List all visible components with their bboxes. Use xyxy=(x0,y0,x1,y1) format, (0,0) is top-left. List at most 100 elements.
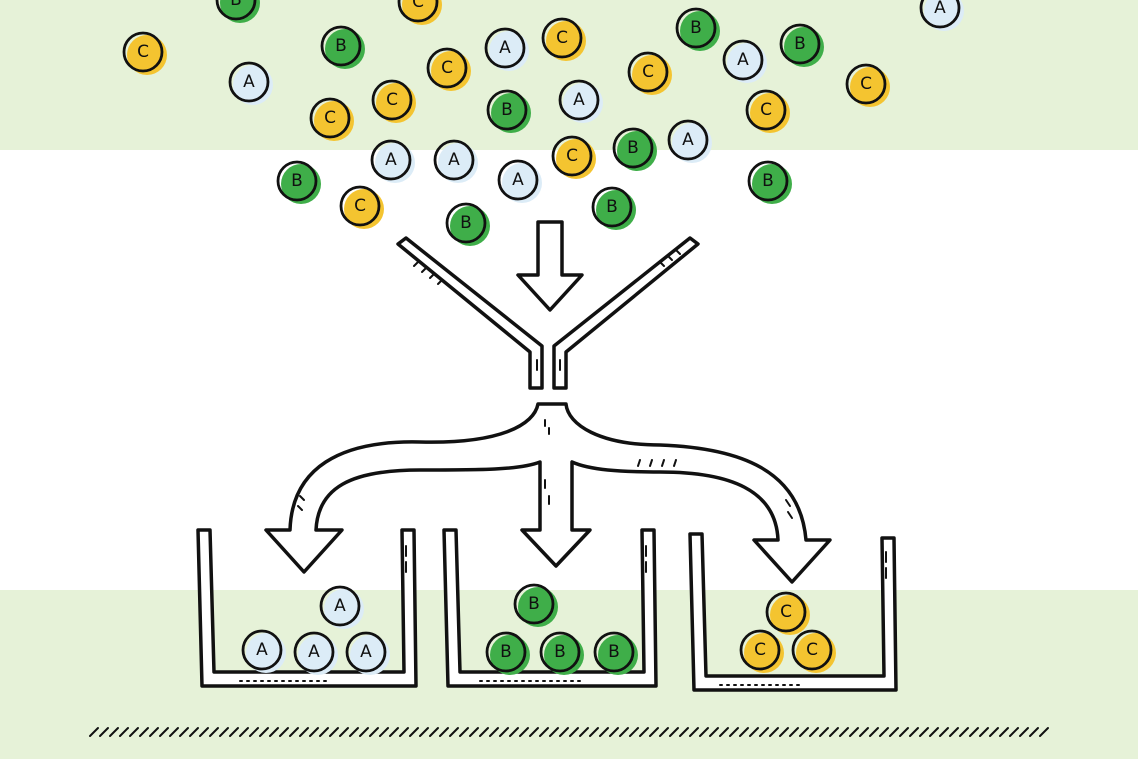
falling-ball: B xyxy=(215,0,260,23)
ball-outline xyxy=(591,186,633,228)
ball-label: B xyxy=(762,171,774,191)
ball-outline xyxy=(551,135,593,177)
ball-label: B xyxy=(608,642,620,662)
falling-ball: C xyxy=(426,47,471,91)
falling-ball: A xyxy=(667,119,712,163)
ball-label: C xyxy=(412,0,424,12)
sorted-ball: B xyxy=(539,631,584,675)
sorted-ball: C xyxy=(791,629,836,673)
funnel-icon xyxy=(396,236,700,390)
sorted-ball: A xyxy=(241,629,286,673)
ball-outline xyxy=(319,585,361,627)
ball-label: B xyxy=(460,213,472,233)
ball-outline xyxy=(426,47,468,89)
ball-label: A xyxy=(573,90,585,110)
ball-outline xyxy=(122,31,164,73)
ball-outline xyxy=(276,160,318,202)
falling-ball: B xyxy=(779,23,824,67)
ball-label: B xyxy=(528,594,540,614)
ball-label: C xyxy=(760,100,772,120)
ball-outline xyxy=(627,51,669,93)
ball-outline xyxy=(765,591,807,633)
ball-outline xyxy=(667,119,709,161)
ball-label: A xyxy=(360,642,372,662)
sorted-ball: B xyxy=(485,631,530,675)
falling-ball: C xyxy=(845,63,890,107)
bin-icon xyxy=(442,528,658,688)
ball-outline xyxy=(397,0,439,23)
sorted-ball: A xyxy=(345,631,390,675)
ball-label: A xyxy=(934,0,946,18)
ball-outline xyxy=(541,17,583,59)
ball-outline xyxy=(497,159,539,201)
ball-label: B xyxy=(627,138,639,158)
down-arrow-icon xyxy=(516,220,584,312)
ball-label: B xyxy=(291,171,303,191)
ball-outline xyxy=(485,631,527,673)
ball-label: A xyxy=(499,38,511,58)
bins-group xyxy=(196,528,898,692)
sorted-ball: B xyxy=(593,631,638,675)
ball-label: C xyxy=(566,146,578,166)
falling-ball: C xyxy=(371,79,416,123)
ball-label: B xyxy=(794,34,806,54)
ball-outline xyxy=(745,89,787,131)
bin-icon xyxy=(196,528,418,688)
ball-outline xyxy=(513,583,555,625)
falling-ball: C xyxy=(627,51,672,95)
ball-outline xyxy=(370,139,412,181)
ball-label: C xyxy=(324,108,336,128)
ball-label: A xyxy=(737,50,749,70)
falling-ball: B xyxy=(591,186,636,230)
falling-ball: A xyxy=(370,139,415,183)
falling-ball: C xyxy=(397,0,442,25)
falling-ball: B xyxy=(486,89,531,133)
ball-label: A xyxy=(512,170,524,190)
sorted-ball: C xyxy=(739,629,784,673)
falling-ball: B xyxy=(276,160,321,204)
falling-ball: C xyxy=(541,17,586,61)
ball-label: C xyxy=(754,640,766,660)
ball-label: C xyxy=(441,58,453,78)
ball-label: B xyxy=(606,197,618,217)
ball-label: A xyxy=(448,150,460,170)
falling-ball: A xyxy=(497,159,542,203)
ball-label: B xyxy=(500,642,512,662)
ball-outline xyxy=(791,629,833,671)
ball-label: C xyxy=(354,196,366,216)
ball-label: C xyxy=(806,640,818,660)
ball-outline xyxy=(371,79,413,121)
ball-label: C xyxy=(860,74,872,94)
ball-outline xyxy=(919,0,961,29)
falling-ball: B xyxy=(747,160,792,204)
ball-outline xyxy=(486,89,528,131)
ball-label: A xyxy=(308,642,320,662)
falling-ball: B xyxy=(612,127,657,171)
ball-label: B xyxy=(554,642,566,662)
falling-ball: C xyxy=(745,89,790,133)
sorted-ball: A xyxy=(293,631,338,675)
ball-outline xyxy=(445,202,487,244)
ball-outline xyxy=(558,79,600,121)
ground-hatching xyxy=(89,727,1049,737)
falling-ball: B xyxy=(445,202,490,246)
falling-ball: C xyxy=(551,135,596,179)
ball-outline xyxy=(293,631,335,673)
split-arrow-icon xyxy=(264,402,832,584)
falling-ball: A xyxy=(484,27,529,71)
ball-outline xyxy=(675,7,717,49)
ball-fill xyxy=(924,0,964,31)
falling-ball: C xyxy=(122,31,167,75)
ball-label: B xyxy=(501,100,513,120)
ball-outline xyxy=(241,629,283,671)
ball-label: C xyxy=(780,602,792,622)
falling-ball: A xyxy=(919,0,964,31)
ball-label: C xyxy=(386,90,398,110)
ball-outline xyxy=(612,127,654,169)
ball-label: C xyxy=(556,28,568,48)
ball-outline xyxy=(309,97,351,139)
ball-outline xyxy=(320,25,362,67)
ball-outline xyxy=(539,631,581,673)
